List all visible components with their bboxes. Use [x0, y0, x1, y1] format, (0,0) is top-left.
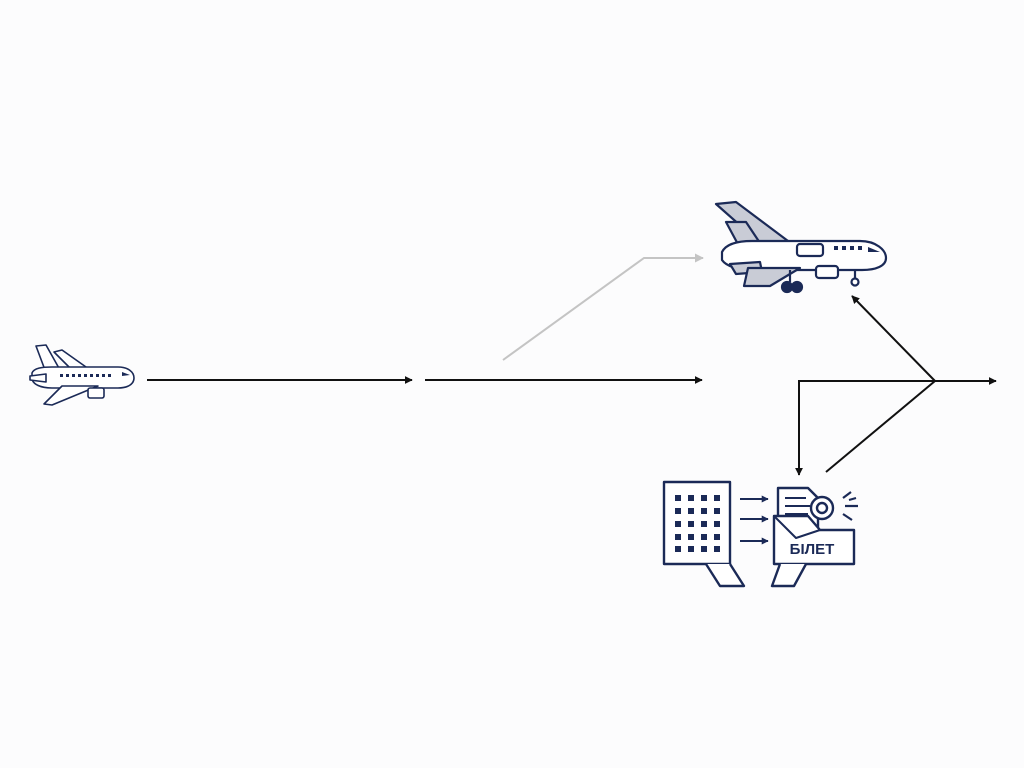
ticket-label: БІЛЕТ [790, 541, 835, 558]
arrow-junction-left-down-to-ticket [795, 380, 935, 476]
faint-arrow-to-airplane [502, 253, 704, 361]
airplane-small-icon [29, 344, 135, 406]
arrow-junction-to-airplane [851, 295, 936, 382]
ticket-icon [770, 486, 858, 588]
building-icon [662, 480, 746, 588]
line-ticket-to-junction [825, 380, 936, 473]
airplane-landing-gear-icon [714, 200, 888, 294]
